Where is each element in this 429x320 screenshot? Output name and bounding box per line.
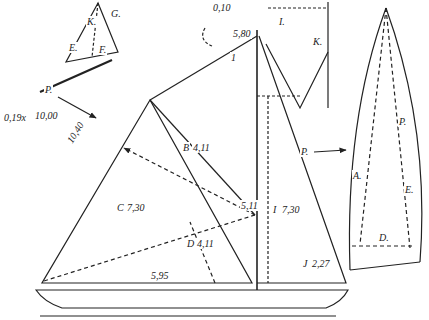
inset-dashed	[268, 7, 328, 8]
dimension-d	[190, 222, 215, 283]
dimension-c	[44, 215, 255, 281]
dimension-e	[386, 8, 410, 248]
dimension-label: I.	[278, 16, 286, 27]
leader-arrow	[58, 97, 96, 118]
hull	[36, 290, 348, 308]
dimension-label: 0,10	[212, 2, 232, 13]
dimension-label: 7,30	[126, 202, 146, 213]
spinnaker	[386, 8, 422, 262]
waterline	[40, 315, 336, 316]
dimension-label: 7,30	[281, 204, 301, 215]
dimension-label: I	[272, 204, 277, 215]
dimension-label: A.	[352, 170, 363, 181]
dimension-line	[257, 95, 300, 96]
dimension-label: J	[302, 258, 308, 269]
dimension-label: 10,00	[34, 110, 59, 121]
dimension-label: P.	[398, 116, 407, 127]
dimension-label: D	[186, 238, 195, 249]
headsail	[42, 100, 252, 283]
mast	[256, 30, 258, 290]
dimension-label: 4,11	[196, 238, 215, 249]
dimension-label: 0,19x	[3, 112, 27, 123]
dimension-label: P.	[44, 84, 53, 95]
staysail-leech	[150, 100, 255, 215]
dimension-a	[360, 8, 386, 244]
dimension-label: 4,11	[192, 142, 211, 153]
dimension-label: K.	[312, 36, 323, 47]
dimension-label: 5,95	[150, 270, 170, 281]
dimension-label: 1	[230, 52, 237, 63]
spinnaker	[349, 8, 386, 270]
dimension-label: 5,80	[232, 28, 252, 39]
spinnaker-foot	[350, 262, 420, 270]
dimension-label: F.	[98, 44, 107, 55]
mainsail	[257, 36, 346, 283]
stay	[150, 36, 257, 100]
dimension-label: 2,27	[311, 258, 331, 269]
dimension-label: C	[116, 202, 125, 213]
dimension-label: E.	[68, 42, 79, 53]
dimension-label: E.	[404, 184, 415, 195]
dimension-label: G.	[110, 8, 122, 19]
dimension-label: 10,40	[64, 119, 86, 146]
dimension-d	[352, 245, 414, 246]
inset-mast	[327, 2, 328, 108]
dimension-label: D.	[378, 232, 390, 243]
dimension-i	[267, 96, 268, 283]
dimension-b	[124, 148, 255, 215]
dimension-label: B	[182, 142, 190, 153]
leader-arrow	[314, 150, 346, 152]
inset-sail	[266, 44, 328, 108]
dimension-label: 5,11	[240, 200, 259, 211]
dimension-arc	[203, 28, 212, 46]
dimension-label: P.	[300, 146, 309, 157]
dimension-label: K.	[86, 16, 97, 27]
